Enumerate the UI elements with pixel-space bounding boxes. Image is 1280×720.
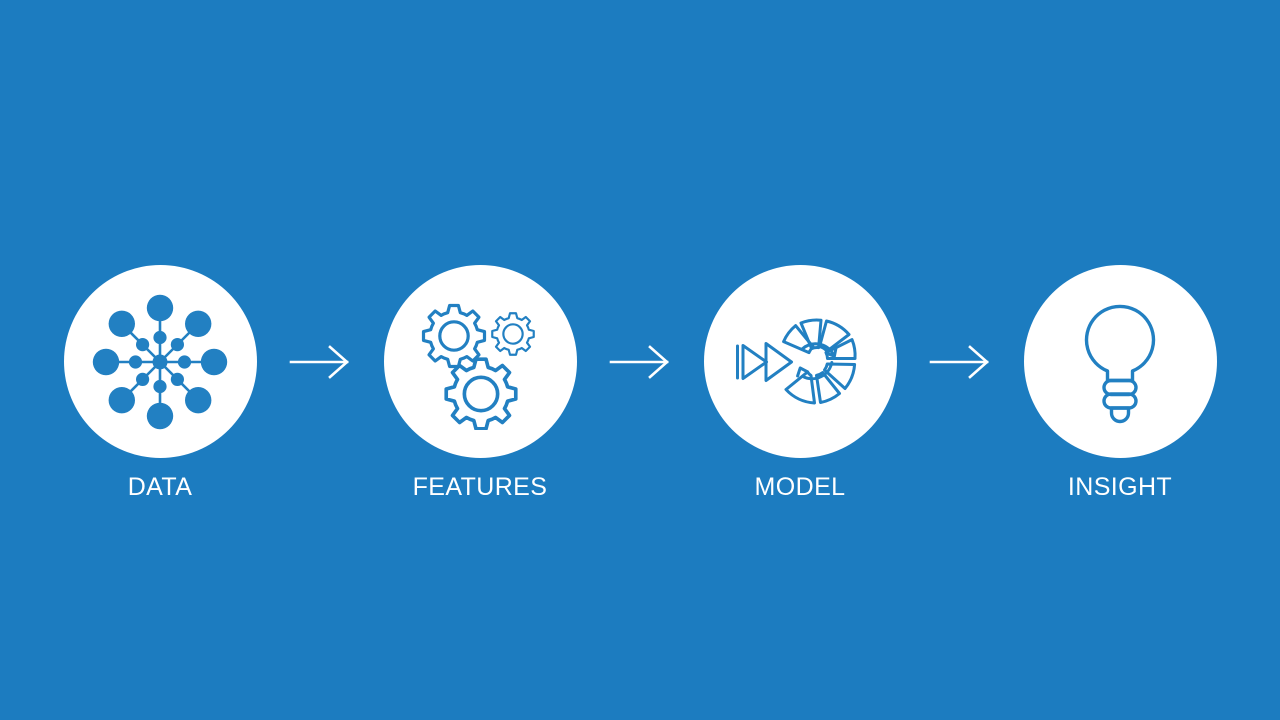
arrow-right-icon [609, 344, 671, 379]
flow-connector-1 [268, 265, 372, 458]
flow-step-data[interactable]: DATA [52, 265, 268, 500]
flow-step-label-insight: INSIGHT [1067, 473, 1173, 501]
flow-connector-2 [588, 265, 692, 458]
icon-disc-insight [1023, 265, 1217, 458]
icon-disc-data [63, 265, 257, 458]
icon-disc-model [703, 265, 897, 458]
flow-step-model[interactable]: MODEL [692, 265, 908, 500]
flow-connector-3 [908, 265, 1012, 458]
pie-wheel-refresh-icon [725, 297, 875, 427]
flow-step-label-features: FEATURES [412, 473, 548, 501]
flow-step-features[interactable]: FEATURES [372, 265, 588, 500]
gears-icon [412, 294, 548, 430]
arrow-right-icon [929, 344, 991, 379]
network-nodes-icon [90, 292, 230, 432]
flow-step-label-model: MODEL [754, 473, 846, 501]
icon-disc-features [383, 265, 577, 458]
flow-step-label-data: DATA [127, 473, 193, 501]
flow-step-insight[interactable]: INSIGHT [1012, 265, 1228, 500]
lightbulb-icon [1065, 292, 1175, 432]
arrow-right-icon [289, 344, 351, 379]
